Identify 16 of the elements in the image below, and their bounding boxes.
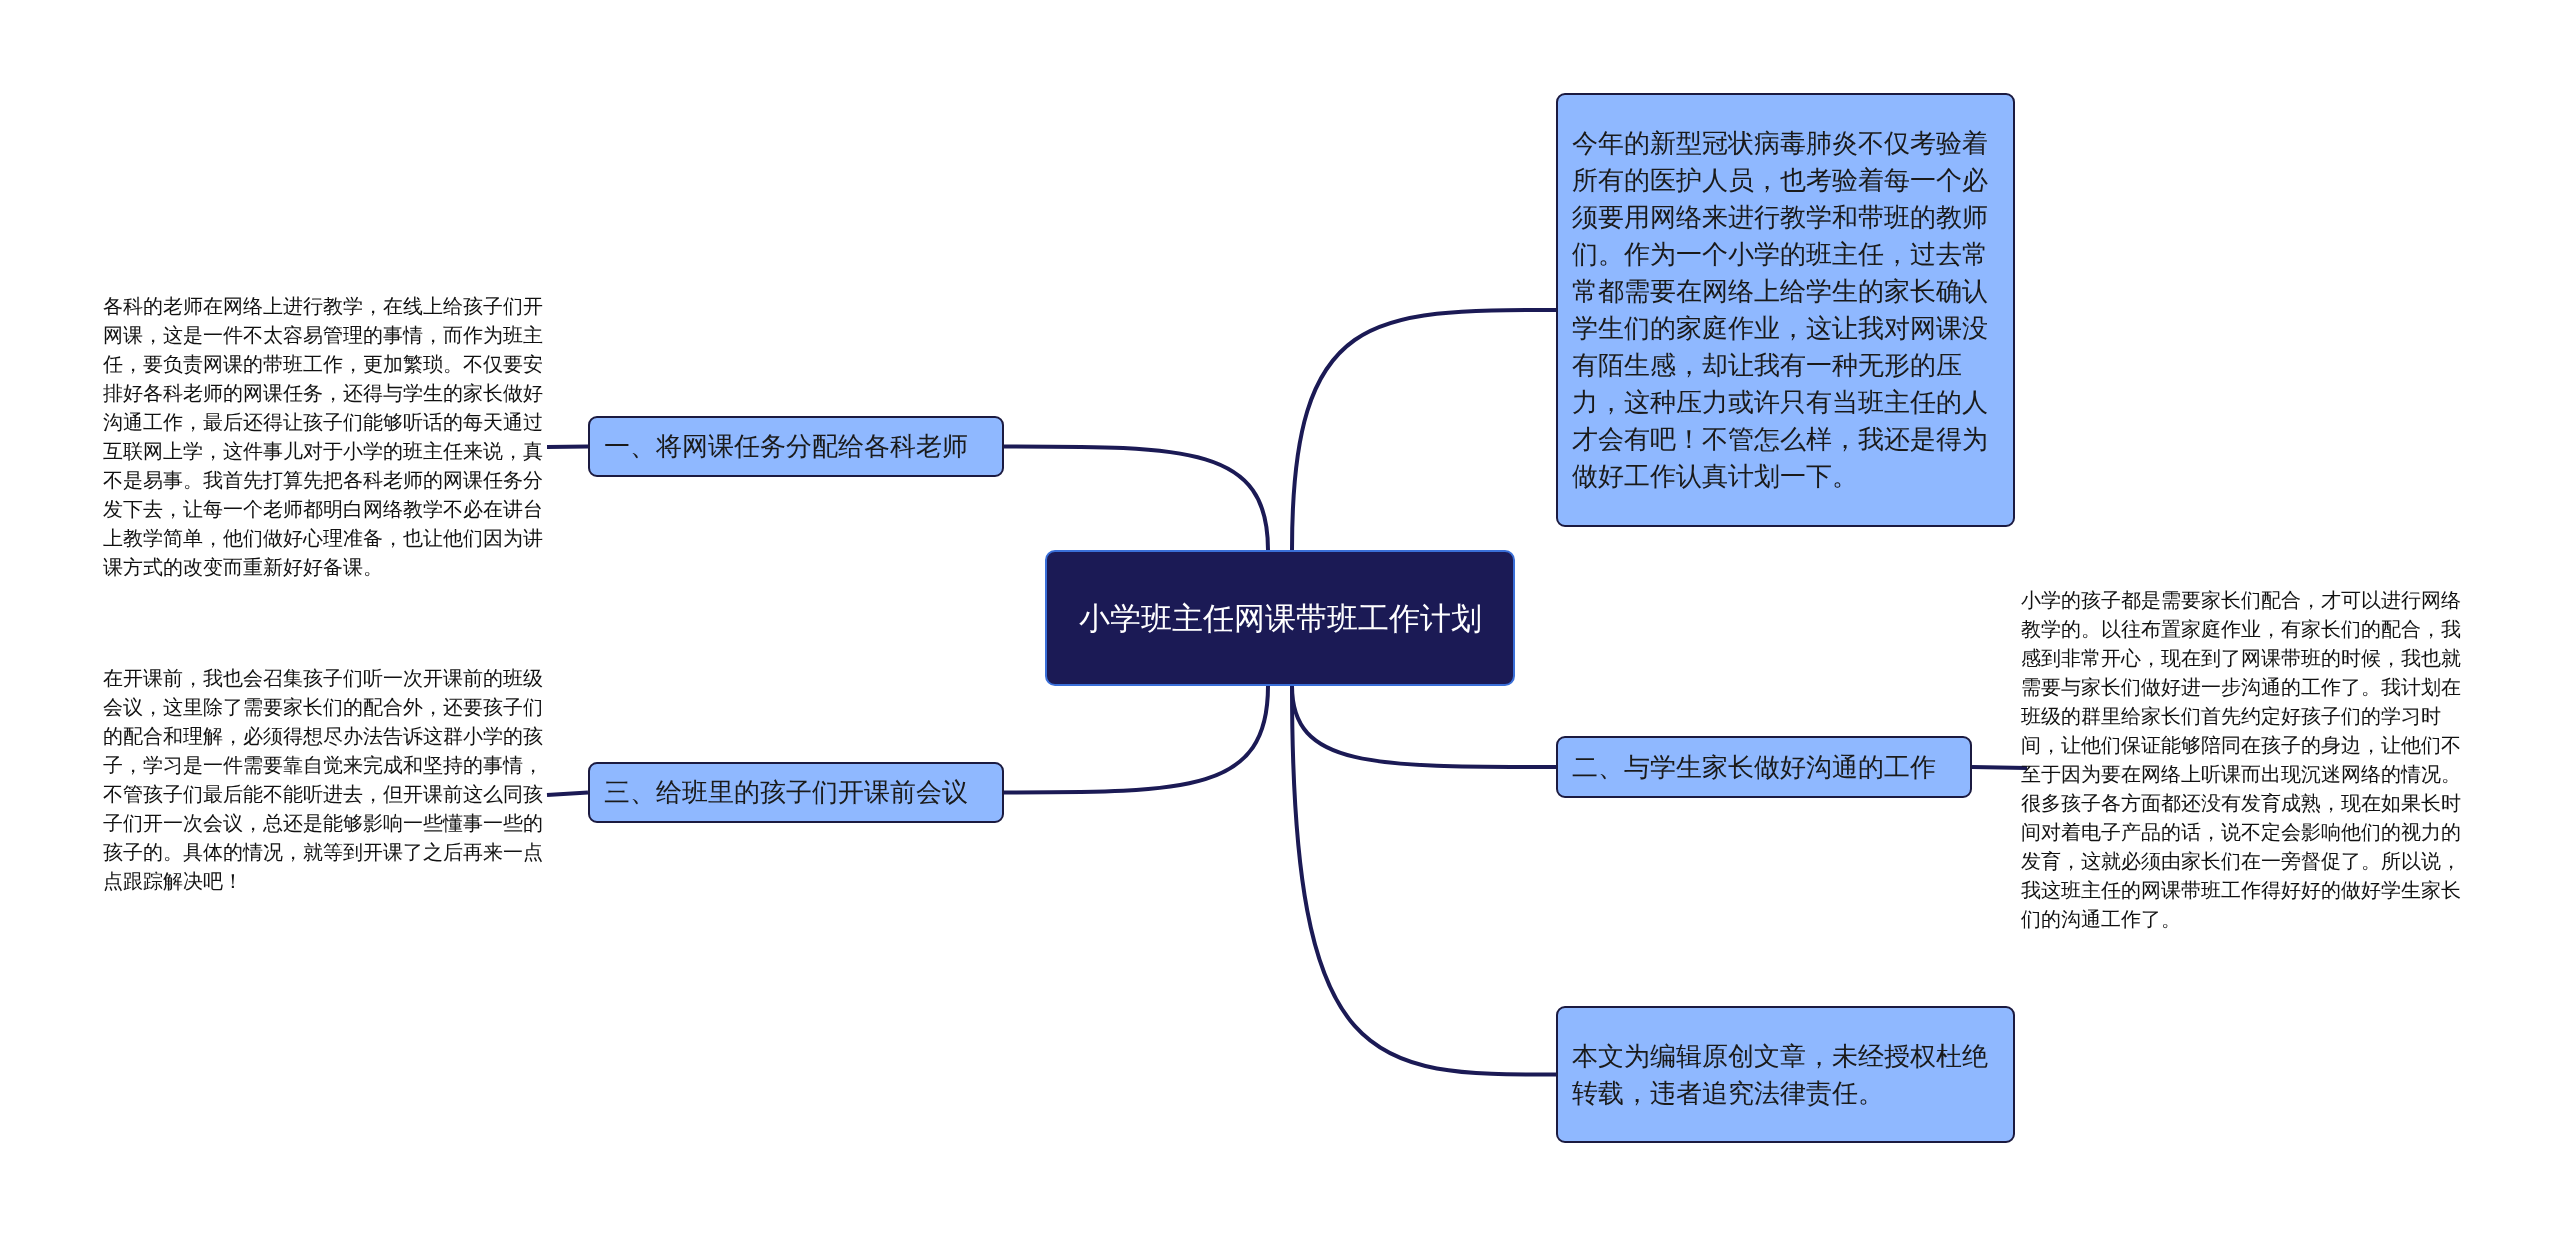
connector-line: [546, 444, 589, 449]
topic-box: 二、与学生家长做好沟通的工作: [1556, 736, 1972, 798]
note-text: 在开课前，我也会召集孩子们听一次开课前的班级会议，这里除了需要家长们的配合外，还要孩子们的配合和理解，必须得想尽办法告诉这群小学的孩子，学习是一件需要靠自觉来完成和坚持的事情，不管孩子们最后能不能听进去，但开课前这么同孩子们开一次会议，总还是能够影响一些懂事一些的孩子的。具体的情况，就等到开课了之后再来一点点跟踪解决吧！: [103, 664, 553, 926]
connector-line: [1004, 685, 1270, 795]
note-text: 各科的老师在网络上进行教学，在线上给孩子们开网课，这是一件不太容易管理的事情，而作为班主任，要负责网课的带班工作，更加繁琐。不仅要安排好各科老师的网课任务，还得与学生的家长做好沟通工作，最后还得让孩子们能够听话的每天通过互联网上学，这件事儿对于小学的班主任来说，真不是易事。我首先打算先把各科老师的网课任务分发下去，让每一个老师都明白网络教学不必在讲台上教学简单，他们做好心理准备，也让他们因为讲课方式的改变而重新好好备课。: [103, 292, 553, 602]
central-topic-box: 小学班主任网课带班工作计划: [1045, 550, 1515, 686]
connector-line: [1290, 685, 1556, 1077]
note-text: 小学的孩子都是需要家长们配合，才可以进行网络教学的。以往布置家庭作业，有家长们的配合，我感到非常开心，现在到了网课带班的时候，我也就需要与家长们做好进一步沟通的工作了。我计划在班级的群里给家长们首先约定好孩子们的学习时间，让他们保证能够陪同在孩子的身边，让他们不至于因为要在网络上听课而出现沉迷网络的情况。很多孩子各方面都还没有发育成熟，现在如果长时间对着电子产品的话，说不定会影响他们的视力的发育，这就必须由家长们在一旁督促了。所以说，我这班主任的网课带班工作得好好的做好学生家长们的沟通工作了。: [2021, 586, 2475, 950]
connector-line: [1971, 765, 2028, 770]
topic-box: 今年的新型冠状病毒肺炎不仅考验着所有的医护人员，也考验着每一个必须要用网络来进行教学和带班的教师们。作为一个小学的班主任，过去常常都需要在网络上给学生的家长确认学生们的家庭作业，这让我对网课没有陌生感，却让我有一种无形的压力，这种压力或许只有当班主任的人才会有吧！不管怎么样，我还是得为做好工作认真计划一下。: [1556, 93, 2015, 527]
connector-line: [1290, 308, 1556, 551]
connector-line: [1004, 444, 1270, 551]
topic-box: 本文为编辑原创文章，未经授权杜绝转载，违者追究法律责任。: [1556, 1006, 2015, 1143]
topic-box: 三、给班里的孩子们开课前会议: [588, 762, 1004, 823]
connector-line: [546, 790, 589, 797]
topic-box: 一、将网课任务分配给各科老师: [588, 416, 1004, 477]
